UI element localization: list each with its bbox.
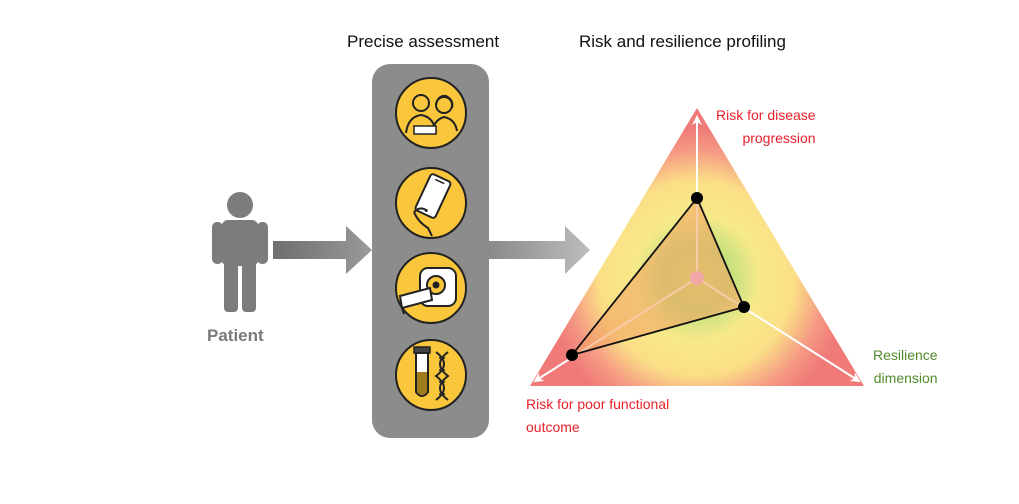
axis-label-resilience: Resilience dimension — [873, 344, 938, 390]
axis-label-functional-outcome: Risk for poor functional outcome — [526, 393, 669, 439]
clinicians-icon — [395, 77, 467, 149]
axis-label-functional-outcome-line2: outcome — [526, 419, 580, 435]
arrow-to-assessment — [273, 226, 372, 274]
axis-label-disease-progression: Risk for disease progression — [716, 104, 816, 150]
arrow-to-profile — [489, 226, 590, 274]
patient-icon — [212, 192, 268, 312]
axis-label-disease-progression-line2: progression — [742, 130, 816, 146]
profiling-title: Risk and resilience profiling — [579, 32, 786, 51]
profile-point-functional-outcome — [566, 349, 578, 361]
assessment-panel — [372, 64, 489, 438]
profile-point-disease-progression — [691, 192, 703, 204]
patient-label: Patient — [207, 326, 264, 345]
mri-scanner-icon — [395, 252, 467, 324]
axis-label-functional-outcome-line1: Risk for poor functional — [526, 396, 670, 412]
profile-center-point — [690, 271, 704, 285]
patient-profile-shape — [569, 196, 746, 357]
smartphone-icon — [395, 167, 467, 239]
axis-label-disease-progression-line1: Risk for disease — [716, 107, 816, 123]
profile-point-resilience — [738, 301, 750, 313]
axis-label-resilience-line2: dimension — [873, 370, 938, 386]
axis-label-resilience-line1: Resilience — [873, 347, 938, 363]
assessment-title: Precise assessment — [347, 32, 500, 51]
biosample-dna-icon — [395, 339, 467, 411]
